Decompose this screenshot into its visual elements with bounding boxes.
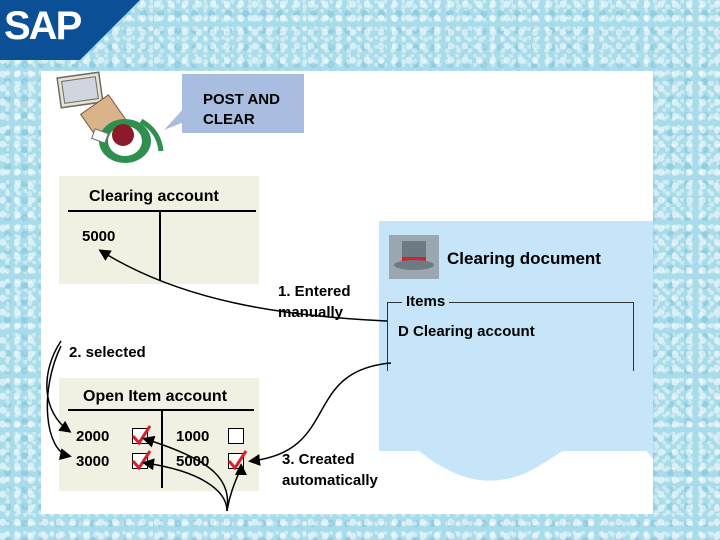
step-entered-manually: 1. Entered manually <box>278 283 351 321</box>
checkbox-1000[interactable] <box>228 428 244 444</box>
check-mark-icon <box>131 450 152 471</box>
sap-logo: SAP <box>0 0 140 60</box>
arrow-created-automatically <box>248 362 392 466</box>
step-created-automatically: 3. Created automatically <box>282 451 378 489</box>
arrow-to-5000-check <box>226 463 247 512</box>
bubble-text: POST AND CLEAR <box>203 91 280 128</box>
hat-icon <box>389 235 439 279</box>
t-account-line <box>68 210 256 212</box>
bubble-pointer-icon <box>164 108 184 130</box>
post-and-clear-bubble: POST AND CLEAR <box>164 74 304 133</box>
arrow-selected-2000 <box>46 340 72 433</box>
open-item-account-title: Open Item account <box>83 388 228 405</box>
diagram-canvas: POST AND CLEAR Clearing account 5000 Ope… <box>41 71 653 514</box>
clearing-debit-value: 5000 <box>82 228 116 245</box>
open-item-right-value: 5000 <box>176 453 210 470</box>
document-torn-edge <box>379 371 653 481</box>
arrow-selected-3000 <box>46 345 72 461</box>
items-row-clearing-account: D Clearing account <box>398 323 535 340</box>
user-at-desk-icon <box>56 71 164 163</box>
items-label: Items <box>402 293 450 310</box>
arrow-to-2000-check <box>142 435 229 512</box>
arrow-entered-manually <box>98 249 388 322</box>
open-item-right-value: 1000 <box>176 428 210 445</box>
open-item-left-value: 3000 <box>76 453 110 470</box>
clearing-account-title: Clearing account <box>89 188 219 205</box>
flow-arrows <box>46 249 392 512</box>
t-account-divider <box>161 410 163 488</box>
sap-logo-text: SAP <box>4 4 82 48</box>
t-account-divider <box>159 211 161 281</box>
open-item-left-value: 2000 <box>76 428 110 445</box>
clearing-document-title: Clearing document <box>447 249 601 268</box>
step-selected: 2. selected <box>69 344 146 361</box>
check-mark-icon <box>131 425 152 446</box>
clearing-account-card: Clearing account 5000 <box>59 176 259 284</box>
arrow-to-3000-check <box>142 458 228 512</box>
open-item-account-card: Open Item account 2000 1000 3000 5000 <box>59 378 259 491</box>
